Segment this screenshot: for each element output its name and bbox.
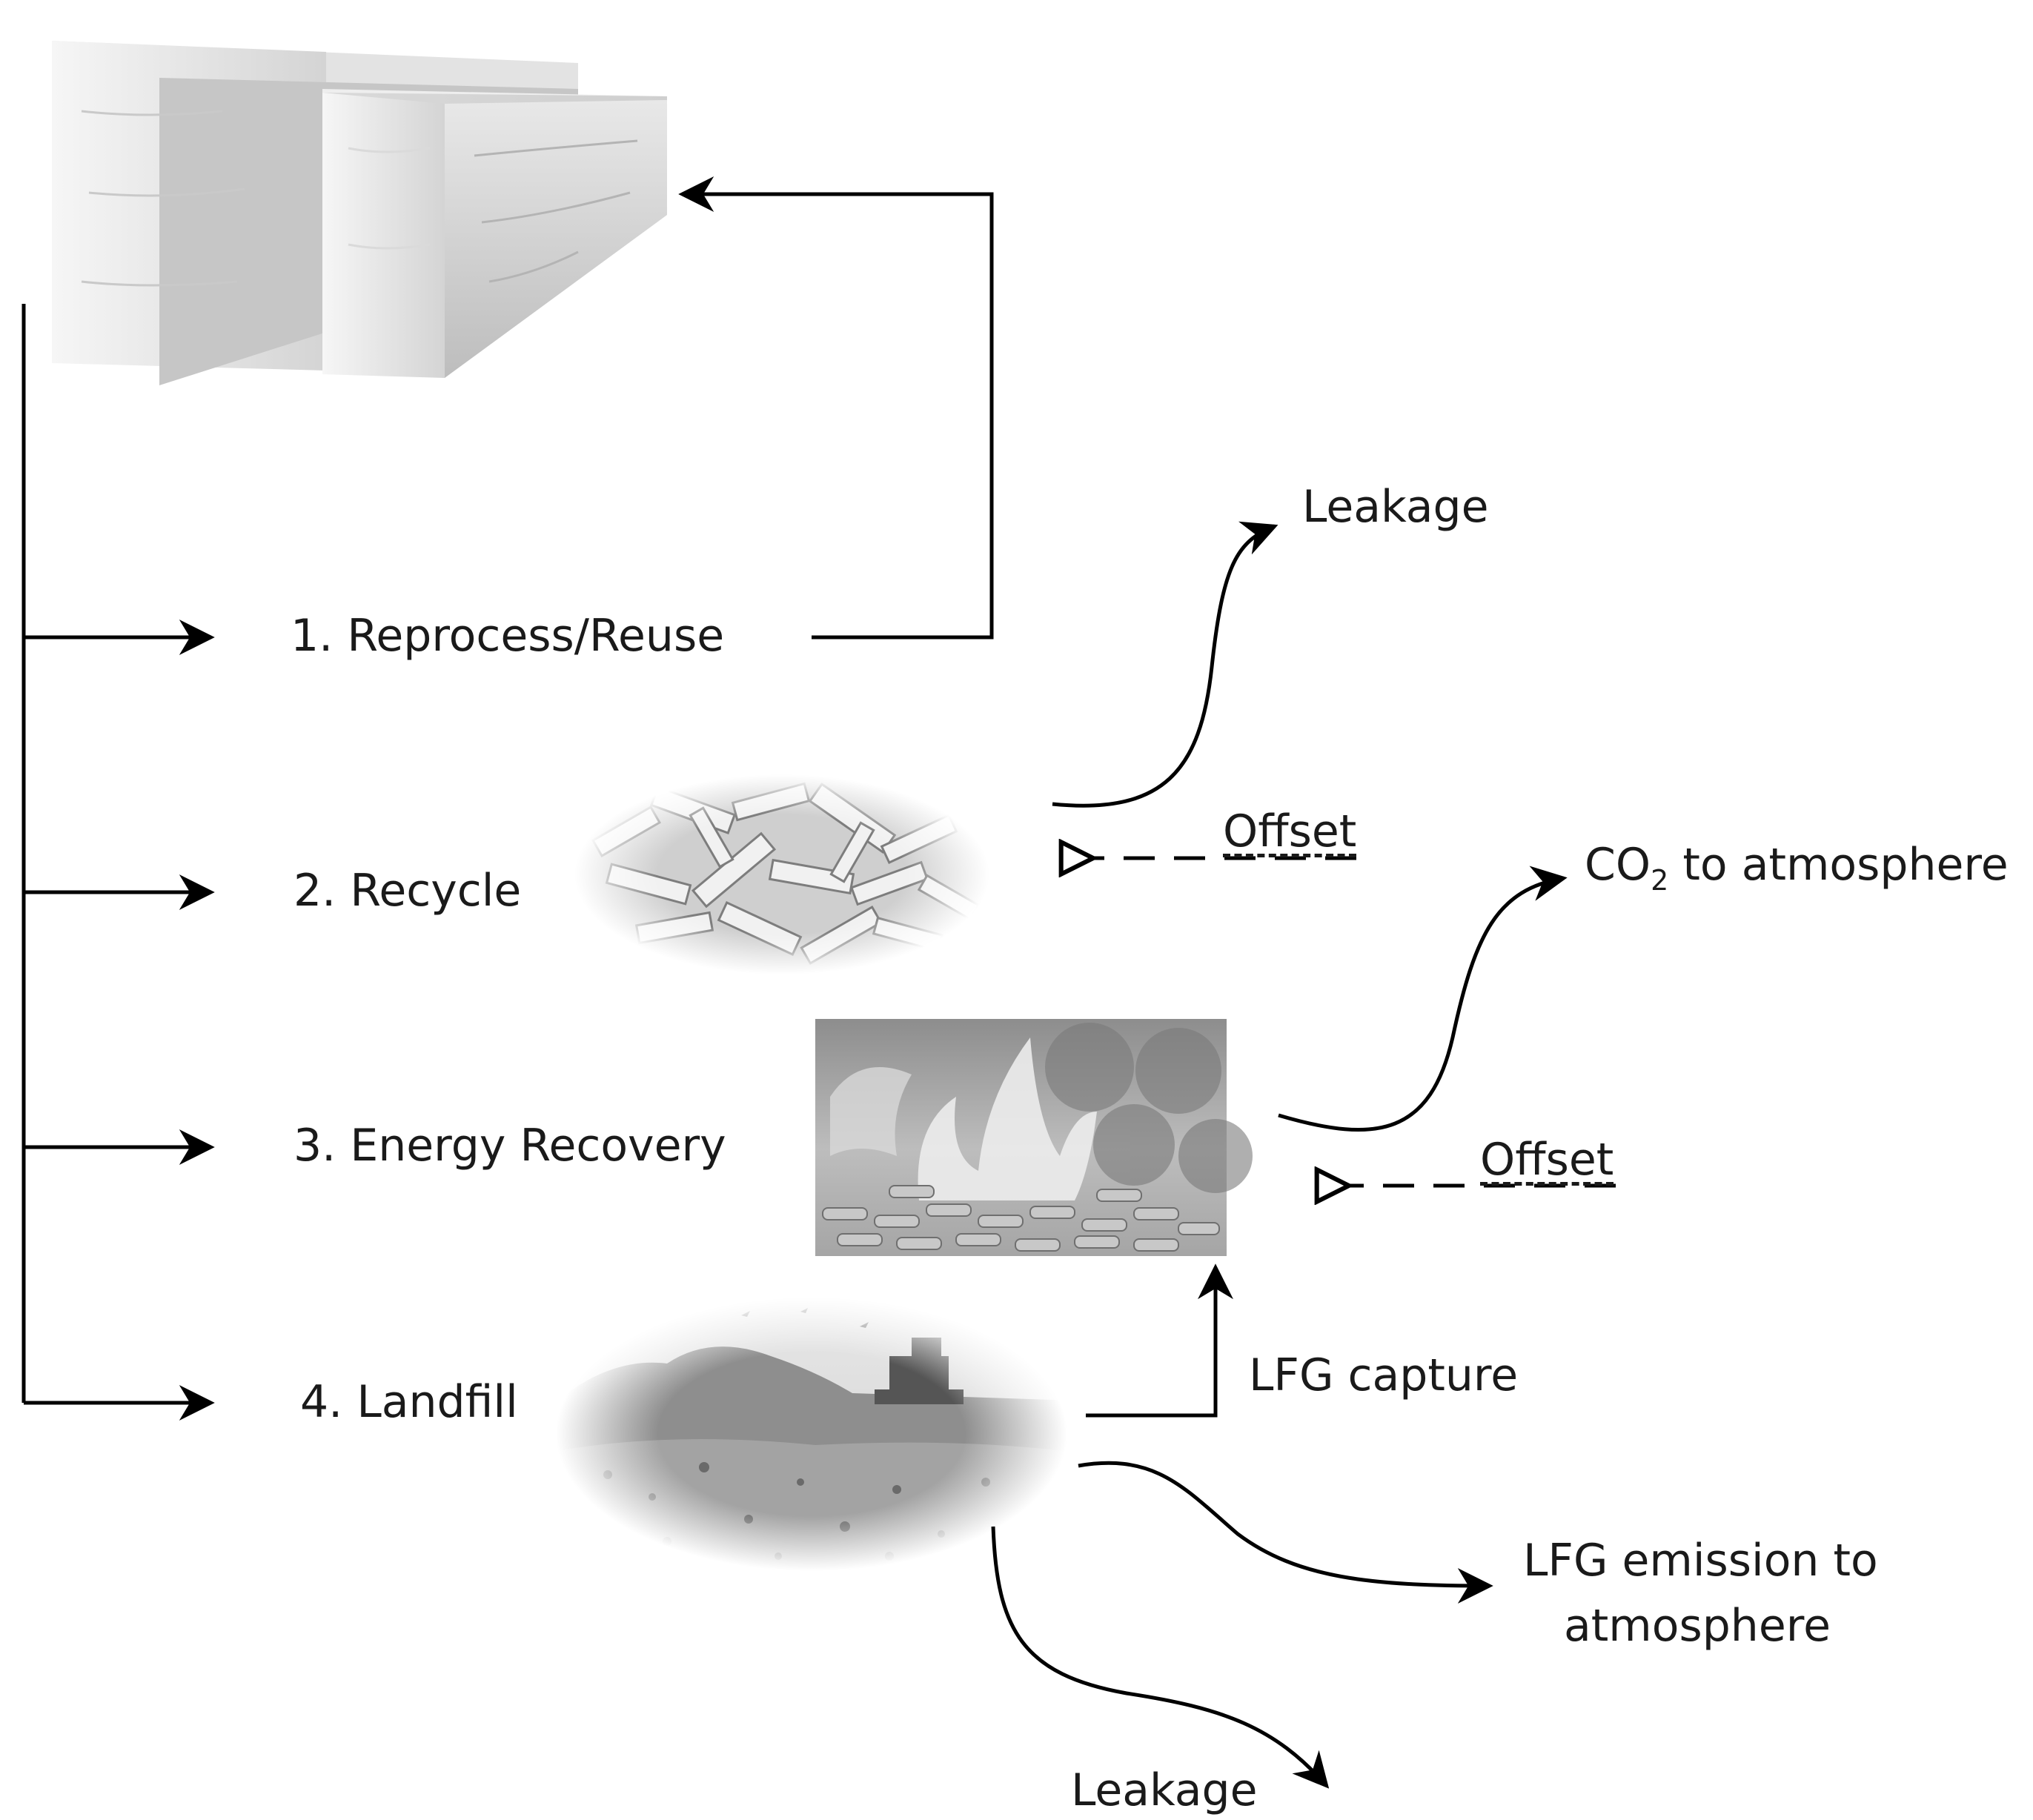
- label-co2-atmosphere: CO2 to atmosphere: [1585, 843, 2009, 894]
- lfg-capture-arrow: [1086, 1263, 1233, 1418]
- landfill-image: [548, 1289, 1075, 1578]
- label-lfg-capture: LFG capture: [1249, 1349, 1519, 1401]
- label-recycle: 2. Recycle: [293, 865, 522, 917]
- label-lfg-emission-line1: LFG emission to: [1523, 1535, 1878, 1587]
- label-leakage-top: Leakage: [1302, 481, 1489, 533]
- timber-beams-image: [52, 41, 667, 385]
- label-leakage-bottom: Leakage: [1071, 1764, 1258, 1816]
- label-offset-recycle: Offset: [1223, 806, 1357, 857]
- label-lfg-emission-line2: atmosphere: [1564, 1600, 1831, 1652]
- co2-main: CO: [1585, 839, 1651, 891]
- reuse-loop-arrow: [678, 176, 994, 640]
- label-reprocess-reuse: 1. Reprocess/Reuse: [291, 610, 725, 662]
- main-branch-lines: [21, 304, 215, 1421]
- energy-co2-arrow: [1278, 866, 1568, 1132]
- burning-pellets-image: [815, 1019, 1253, 1256]
- recycle-leakage-arrow: [1052, 521, 1278, 808]
- co2-subscript: 2: [1651, 864, 1669, 897]
- co2-rest: to atmosphere: [1668, 839, 2009, 891]
- lfg-emission-arrow: [1078, 1461, 1493, 1604]
- label-offset-energy: Offset: [1480, 1134, 1614, 1186]
- label-energy-recovery: 3. Energy Recovery: [293, 1120, 726, 1172]
- label-landfill: 4. Landfill: [300, 1376, 518, 1428]
- wood-chips-image: [571, 771, 993, 978]
- landfill-leakage-arrow: [991, 1526, 1330, 1789]
